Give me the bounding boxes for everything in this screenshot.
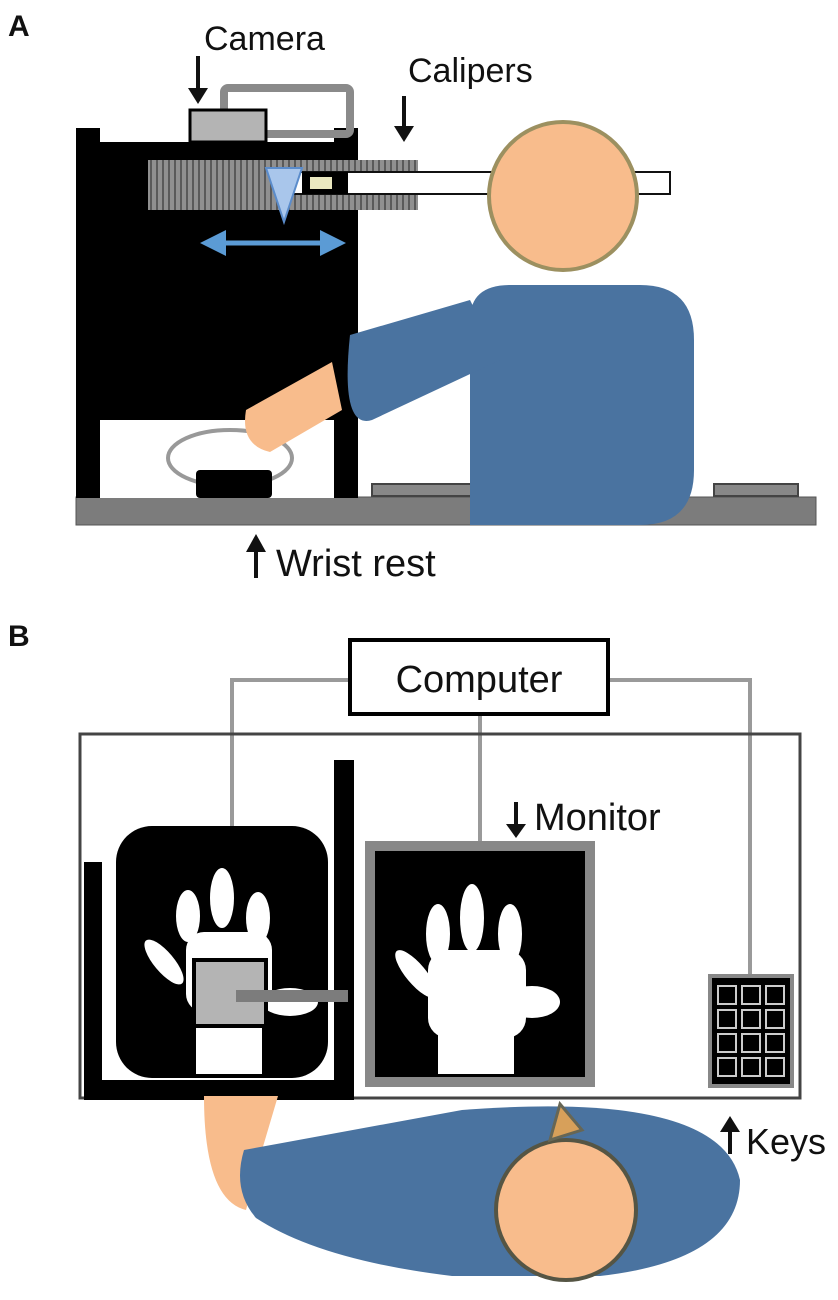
panel-a-letter: A xyxy=(8,10,30,43)
label-camera: Camera xyxy=(188,20,325,104)
label-wrist-rest: Wrist rest xyxy=(246,534,436,585)
forearm xyxy=(245,362,342,452)
keys-icon xyxy=(708,974,794,1088)
svg-text:Wrist rest: Wrist rest xyxy=(276,543,436,585)
monitor-hand-icon xyxy=(395,884,560,1074)
pointer-triangle-icon xyxy=(264,167,304,226)
shoulders-top xyxy=(240,1106,740,1276)
table-top-view xyxy=(78,732,802,1100)
svg-text:Calipers: Calipers xyxy=(408,52,533,90)
upper-arm xyxy=(347,300,500,421)
keypad-left xyxy=(371,483,483,497)
panel-b: B Computer xyxy=(8,620,826,1282)
wrist-rest-board xyxy=(75,496,817,526)
panel-a: A xyxy=(8,10,817,585)
svg-text:Camera: Camera xyxy=(204,20,325,58)
label-keys: Keys xyxy=(720,1116,826,1162)
arm-top xyxy=(204,1096,278,1210)
monitor-icon xyxy=(365,841,595,1087)
keypad-right xyxy=(713,483,799,497)
nose-icon xyxy=(547,1100,585,1143)
label-calipers: Calipers xyxy=(394,52,533,142)
svg-text:Monitor: Monitor xyxy=(534,797,661,839)
svg-text:Keys: Keys xyxy=(746,1121,826,1162)
apparatus-top-view xyxy=(84,760,354,1100)
panel-b-letter: B xyxy=(8,620,30,653)
calipers-top-icon xyxy=(236,990,348,1002)
person-side-view xyxy=(245,120,694,525)
computer-box: Computer xyxy=(348,638,610,716)
label-monitor: Monitor xyxy=(506,797,661,839)
person-top-view xyxy=(204,1096,740,1282)
head xyxy=(487,120,639,272)
double-arrow-icon xyxy=(200,230,346,256)
torso xyxy=(470,285,694,525)
head-top xyxy=(494,1138,638,1282)
camera-icon xyxy=(188,84,354,144)
svg-text:Computer: Computer xyxy=(396,659,563,701)
wrist-rest-block xyxy=(196,470,272,498)
